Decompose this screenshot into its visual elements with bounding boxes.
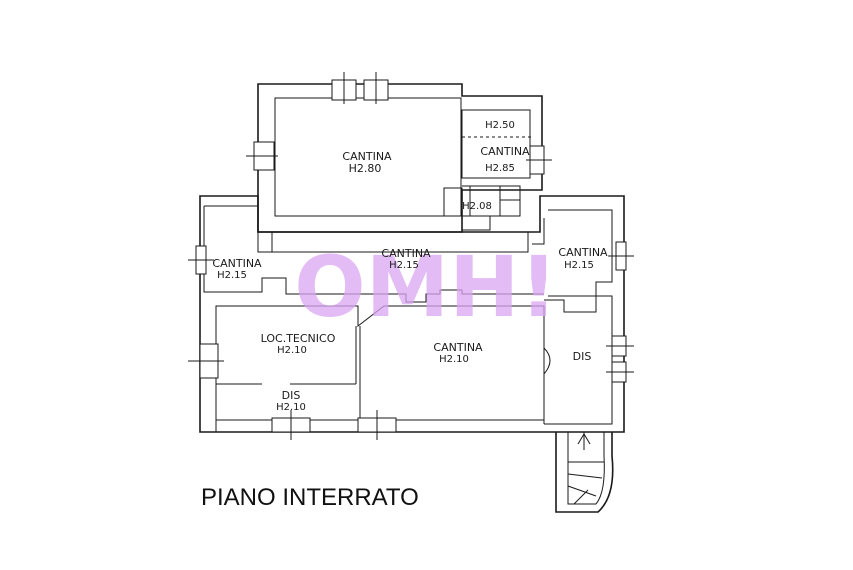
- window-openings: [188, 72, 634, 440]
- room-label-height: H2.15: [564, 260, 594, 271]
- main-block-walls: [199, 195, 625, 513]
- room-label-name: CANTINA: [480, 145, 530, 158]
- plan-title: PIANO INTERRATO: [201, 484, 419, 511]
- room-label-height: H2.08: [462, 201, 492, 212]
- room-label-height: H2.15: [217, 270, 247, 281]
- room-label-height: H2.10: [439, 354, 469, 365]
- room-label-height: H2.10: [276, 402, 306, 413]
- room-label-name: DIS: [282, 389, 301, 402]
- room-label-height: H2.85: [485, 163, 515, 174]
- room-label-name: CANTINA: [342, 150, 392, 163]
- room-labels: CANTINA H2.80 H2.50 CANTINA H2.85 H2.08 …: [212, 120, 608, 413]
- room-label-name: CANTINA: [433, 341, 483, 354]
- room-label-height: H2.50: [485, 120, 515, 131]
- room-label-name: LOC.TECNICO: [261, 332, 336, 345]
- room-label-height: H2.10: [277, 345, 307, 356]
- room-label-height: H2.15: [389, 260, 419, 271]
- room-label-name: CANTINA: [381, 247, 431, 260]
- room-label-name: CANTINA: [558, 246, 608, 259]
- upper-block-walls: [257, 83, 543, 233]
- room-label-name: CANTINA: [212, 257, 262, 270]
- room-label-name: DIS: [573, 350, 592, 363]
- room-label-height: H2.80: [349, 162, 382, 175]
- watermark: OMH!: [294, 238, 558, 336]
